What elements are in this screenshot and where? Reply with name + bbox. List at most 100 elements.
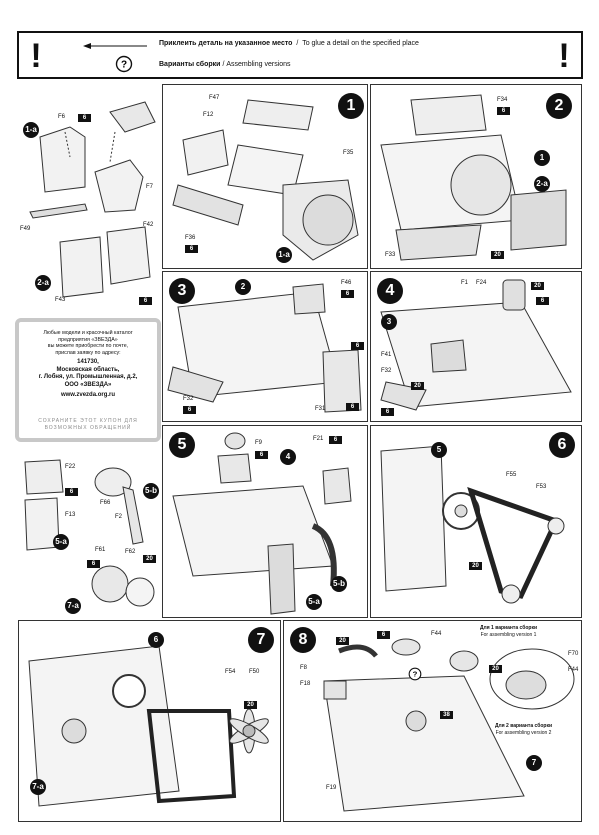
step-panel-6: 6 5 F55 F53 20 [370, 425, 582, 618]
glue-badge: 6 [65, 488, 78, 496]
part-label: F50 [249, 669, 260, 675]
svg-text:?: ? [413, 670, 418, 679]
step-badge-5a: 5-a [306, 594, 322, 610]
glue-badge: 20 [489, 665, 502, 673]
step-number-3: 3 [169, 278, 195, 304]
part-label: F21 [313, 436, 324, 442]
part-label: F32 [381, 368, 392, 374]
versions-legend-text: Варианты сборки / Assembling versions [159, 61, 291, 68]
step-number-2: 2 [546, 93, 572, 119]
step-badge-2a: 2-a [35, 275, 51, 291]
part-label: F22 [65, 464, 76, 470]
step-badge-5a: 5-a [53, 534, 69, 550]
question-icon: ? [115, 55, 133, 73]
part-label: F32 [183, 396, 194, 402]
subassembly-area-5a-7a: F22 6 F13 F66 5-b F2 5-a F61 6 F62 20 7-… [15, 452, 161, 620]
part-label: F41 [381, 352, 392, 358]
part-label: F34 [497, 97, 508, 103]
left-arrow-icon [83, 43, 147, 49]
part-label: F53 [536, 484, 547, 490]
part-label: F2 [115, 514, 123, 520]
glue-badge: 20 [336, 637, 349, 645]
part-label: F8 [300, 665, 308, 671]
step2-drawing [380, 94, 567, 261]
glue-badge: 38 [440, 711, 453, 719]
glue-badge: 6 [351, 342, 364, 350]
glue-badge: 6 [185, 245, 198, 253]
step-badge-5b: 5-b [331, 576, 347, 592]
legend-box: ! Приклеить деталь на указанное место / … [17, 31, 583, 79]
step-badge-1a: 1-a [276, 247, 292, 263]
part-label: F18 [300, 681, 311, 687]
step-panel-8: 8 20 6 F44 F8 F18 ? F70 20 F44 38 F19 7 [283, 620, 582, 822]
part-label: F9 [255, 440, 263, 446]
warning-exclamation-icon: ! [558, 37, 570, 75]
step-badge-4: 4 [280, 449, 296, 465]
step-badge-2: 2 [235, 279, 251, 295]
part-label: F24 [476, 280, 487, 286]
step-panel-1: 1 F47 F12 F35 F36 6 1-a [162, 84, 368, 269]
glue-badge: 20 [143, 555, 156, 563]
step-panel-5: 5 F9 6 4 F21 6 5-a 5-b [162, 425, 368, 618]
subassembly-area-1a-2a: 1-a F6 6 F7 F49 F42 2-a F43 6 [15, 92, 161, 305]
variant-1-caption: Для 1 варианта сборки For assembling ver… [480, 625, 538, 638]
part-label: F66 [100, 500, 111, 506]
glue-badge: 6 [536, 297, 549, 305]
glue-badge: 6 [377, 631, 390, 639]
part-label: F6 [58, 114, 66, 120]
part-label: F44 [431, 631, 442, 637]
glue-badge: 20 [411, 382, 424, 390]
part-label: F55 [506, 472, 517, 478]
subassembly-drawing [24, 459, 155, 607]
part-label: F33 [385, 252, 396, 258]
step4-drawing [380, 279, 572, 411]
glue-badge: 6 [87, 560, 100, 568]
glue-badge: 6 [183, 406, 196, 414]
part-label: F1 [461, 280, 469, 286]
step-number-4: 4 [377, 278, 403, 304]
part-label: F19 [326, 785, 337, 791]
glue-badge: 6 [341, 290, 354, 298]
part-label: F62 [125, 549, 136, 555]
variant-2-caption: Для 2 варианта сборки For assembling ver… [495, 723, 553, 736]
step-badge-5: 5 [431, 442, 447, 458]
glue-badge: 20 [491, 251, 504, 259]
promo-line: предприятия «ЗВЕЗДА» [58, 336, 118, 343]
part-label: F44 [568, 667, 579, 673]
step-number-1: 1 [338, 93, 364, 119]
step-number-7: 7 [248, 627, 274, 653]
promo-line: Любые модели и красочный каталог [43, 330, 133, 336]
step-badge-5b: 5-b [143, 483, 159, 499]
step6-drawing [380, 445, 565, 604]
glue-badge: 6 [329, 436, 342, 444]
question-icon: ? [408, 667, 422, 681]
glue-badge: 20 [531, 282, 544, 290]
glue-badge: 20 [244, 701, 257, 709]
part-label: F42 [143, 222, 154, 228]
part-label: F35 [343, 150, 354, 156]
step-badge-1: 1 [534, 150, 550, 166]
step-number-6: 6 [549, 432, 575, 458]
part-label: F47 [209, 95, 220, 101]
step8-drawing [323, 638, 575, 812]
part-label: F61 [95, 547, 106, 553]
promo-coupon: Любые модели и красочный каталог предпри… [15, 318, 161, 442]
promo-website-link[interactable]: www.zvezda.org.ru [60, 392, 116, 398]
part-label: F31 [315, 406, 326, 412]
part-label: F54 [225, 669, 236, 675]
step3-drawing [167, 283, 362, 413]
step-badge-7a: 7-a [65, 598, 81, 614]
step-badge-1a: 1-a [23, 122, 39, 138]
promo-region: Московская область, [56, 366, 120, 373]
subassembly-drawing [29, 101, 156, 298]
part-label: F70 [568, 651, 579, 657]
step-badge-7: 7 [526, 755, 542, 771]
step-badge-3: 3 [381, 314, 397, 330]
part-label: F49 [20, 226, 31, 232]
step-number-8: 8 [290, 627, 316, 653]
glue-badge: 6 [255, 451, 268, 459]
promo-street: г. Лобня, ул. Промышленная, д.2, [38, 374, 138, 381]
glue-badge: 6 [139, 297, 152, 305]
glue-badge: 6 [346, 403, 359, 411]
